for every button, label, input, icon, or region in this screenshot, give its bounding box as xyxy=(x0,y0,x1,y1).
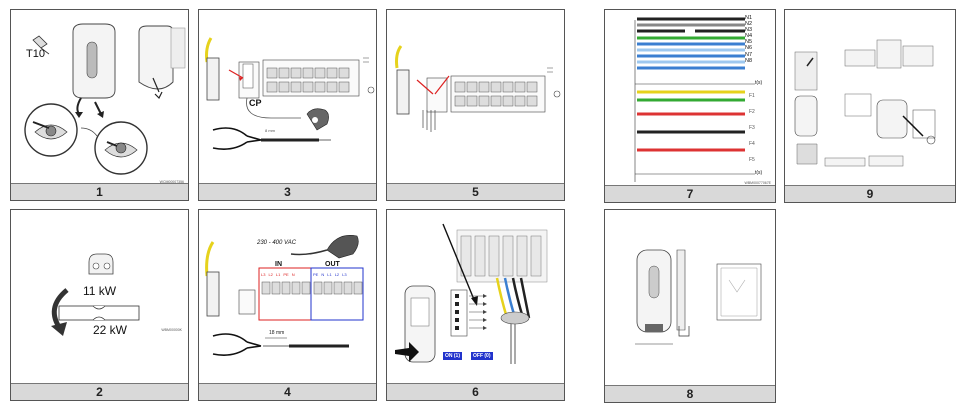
out-label: OUT xyxy=(325,261,340,268)
row-label: N1 xyxy=(745,15,753,21)
wire-stripper-icon xyxy=(212,127,262,150)
panel-4: 230 - 400 VAC IN OUT L3 L2 L1 PE N PE N … xyxy=(198,209,377,401)
in-label: IN xyxy=(275,261,282,268)
figure-code: WCM00007356 xyxy=(159,180,184,184)
tool-label: T10 xyxy=(26,48,45,60)
illustration-remove-cover xyxy=(24,23,186,175)
panel-number: 3 xyxy=(199,183,376,200)
power-bottom-label: 22 kW xyxy=(93,323,128,337)
dip-on-label: ON (1) xyxy=(443,352,462,360)
panel-number: 6 xyxy=(387,383,564,400)
in-terminal-labels: L3 L2 L1 PE N xyxy=(261,272,295,277)
illustration-led-timing-chart xyxy=(634,17,755,182)
panel-number: 4 xyxy=(199,383,376,400)
illustration-power-selector xyxy=(51,253,140,336)
f-row-labels: F1 F2 F3 F4 F5 xyxy=(749,88,755,168)
panel-9: 9 xyxy=(784,9,956,203)
terminal-label: N xyxy=(321,272,325,277)
panel-7: N1 N2 N3 N4 N5 N6 N7 N8 t(s) F1 F2 F3 F4… xyxy=(604,9,776,203)
row-label: F3 xyxy=(749,125,755,131)
terminal-label: N xyxy=(291,272,295,277)
wire-stripper-icon xyxy=(212,333,262,356)
led-row-labels: N1 N2 N3 N4 N5 N6 N7 N8 xyxy=(745,15,752,64)
terminal-label: L2 xyxy=(268,272,273,277)
row-label: F4 xyxy=(749,141,755,147)
strip-length-label: 18 mm xyxy=(269,330,285,336)
row-label: F1 xyxy=(749,93,755,99)
dip-off-label: OFF (0) xyxy=(471,352,493,360)
panel-number: 8 xyxy=(605,385,775,402)
strip-length-label: 8 mm xyxy=(265,128,275,133)
row-label: N3 xyxy=(745,27,753,34)
panel-6: ON (1) OFF (0) 6 xyxy=(386,209,565,401)
panel-number: 9 xyxy=(785,185,955,202)
panel-number: 2 xyxy=(11,383,188,400)
panel-number: 5 xyxy=(387,183,564,200)
panel-number: 1 xyxy=(11,183,188,200)
illustration-cable-routing xyxy=(395,45,561,132)
terminal-label: L3 xyxy=(261,272,266,277)
ev-plug-icon xyxy=(290,235,359,259)
ev-plug-icon xyxy=(306,108,329,131)
figure-code: WBM00000K xyxy=(161,328,182,332)
row-label: N8 xyxy=(745,57,753,64)
row-label: F5 xyxy=(749,157,755,163)
panel-number: 7 xyxy=(605,185,775,202)
row-label: N5 xyxy=(745,39,753,46)
illustration-cp-wiring xyxy=(205,37,375,150)
power-top-label: 11 kW xyxy=(83,284,117,298)
row-label: N7 xyxy=(745,51,753,58)
illustration-dimensions xyxy=(635,249,762,345)
row-label: F2 xyxy=(749,109,755,115)
panel-8: 8 xyxy=(604,209,776,403)
row-label: N6 xyxy=(745,45,753,52)
terminal-label: PE xyxy=(283,272,289,277)
row-label: N2 xyxy=(745,21,753,28)
illustration-mounting-accessories xyxy=(794,39,936,167)
terminal-label: PE xyxy=(313,272,319,277)
terminal-label: L1 xyxy=(327,272,332,277)
panel-2: 11 kW 22 kW WBM00000K 2 xyxy=(10,209,189,401)
terminal-label: L3 xyxy=(342,272,347,277)
axis-label: t(s) xyxy=(755,170,763,176)
illustration-mains-wiring xyxy=(205,235,364,356)
panel-1: T10 WCM00007356 1 xyxy=(10,9,189,201)
voltage-label: 230 - 400 VAC xyxy=(257,240,297,246)
screwdriver-icon xyxy=(32,35,50,55)
axis-label: t(s) xyxy=(755,80,763,86)
cp-label: CP xyxy=(249,98,262,108)
out-terminal-labels: PE N L1 L2 L3 xyxy=(313,272,347,277)
panel-5: 5 xyxy=(386,9,565,201)
panel-3: CP 8 mm 3 xyxy=(198,9,377,201)
figure-code: WBM00077067E xyxy=(744,181,771,185)
illustration-dip-switches xyxy=(395,223,548,364)
terminal-block xyxy=(238,59,360,99)
terminal-label: L1 xyxy=(275,272,281,277)
row-label: N4 xyxy=(745,33,753,40)
terminal-label: L2 xyxy=(334,272,340,277)
